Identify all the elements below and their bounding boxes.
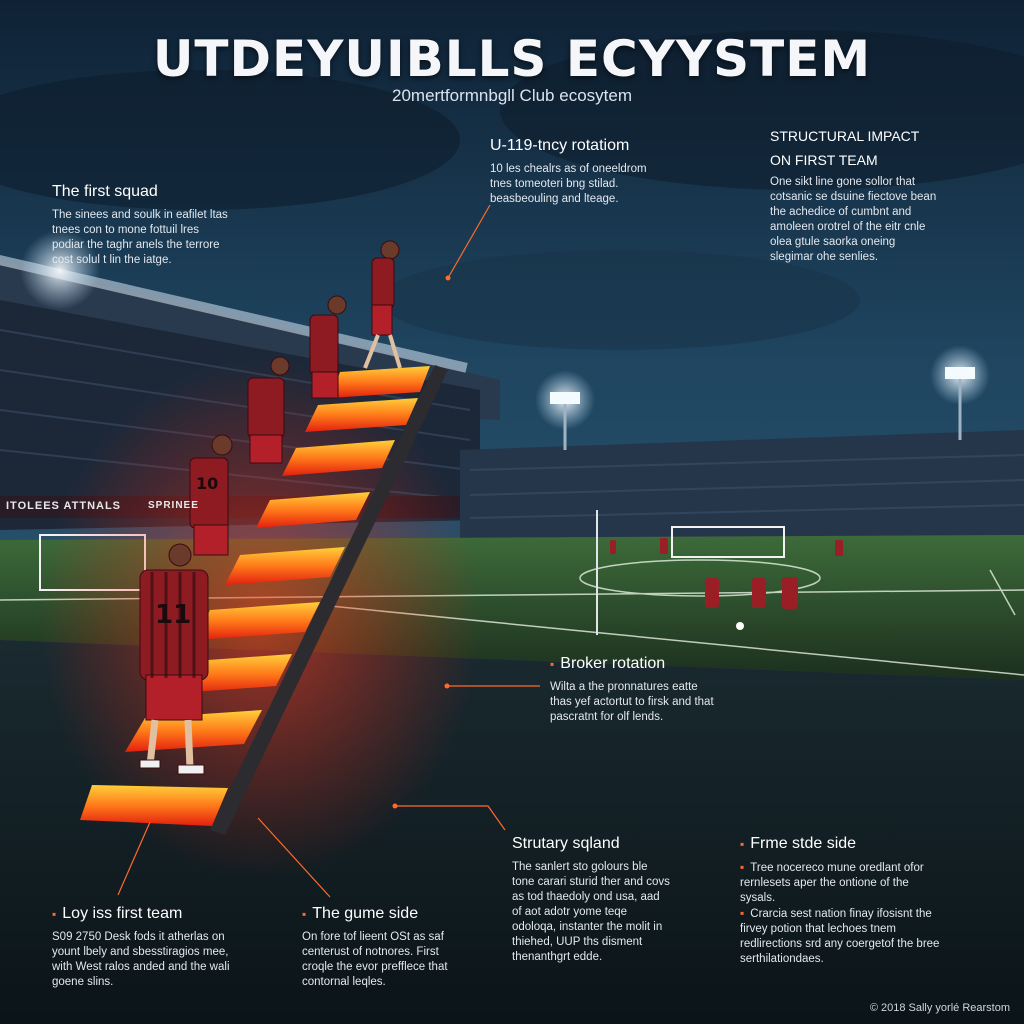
bullet-icon: ▪ <box>740 860 745 874</box>
structural-impact-body: One sikt line gone sollor that cotsanic … <box>770 176 937 263</box>
jersey-number-front: 11 <box>155 600 192 630</box>
frme-side-heading: Frme stde side <box>750 835 857 852</box>
block-broker-rotation: ▪ Broker rotation Wilta a the pronnatures… <box>550 654 720 725</box>
bullet-icon: ▪ <box>740 905 745 920</box>
structural-impact-heading-1: STRUCTURAL IMPACT <box>770 128 920 144</box>
bullet-icon: ▪ <box>740 837 745 851</box>
bullet-icon: ▪ <box>550 657 555 671</box>
frme-side-body-1: Tree nocereco mune oredlant ofor rernles… <box>740 862 924 904</box>
bullet-icon: ▪ <box>302 907 307 921</box>
block-strutary-sqland: Strutary sqland The sanlert sto golours … <box>512 834 672 965</box>
u-rotation-heading: U-119-tncy rotatiom <box>490 137 630 154</box>
copyright: © 2018 Sally yorlé Rearstom <box>869 1002 1010 1014</box>
strutary-sqland-heading: Strutary sqland <box>512 835 620 852</box>
structural-impact-heading-2: ON FIRST TEAM <box>770 151 878 168</box>
gume-side-heading: The gume side <box>312 905 419 922</box>
broker-rotation-body: Wilta a the pronnatures eatte thas yef a… <box>550 681 714 723</box>
page-subtitle: 20mertformnbgll Club ecosytem <box>392 86 632 105</box>
first-squad-body: The sinees and soulk in eafilet ltas tne… <box>52 209 228 266</box>
block-first-squad: The first squad The sinees and soulk in … <box>52 182 232 268</box>
u-rotation-body: 10 les chealrs as of oneeldrom tnes tome… <box>490 163 647 205</box>
stadium-board-left-2: SPRINEE <box>148 500 199 511</box>
block-frme-side: ▪Frme stde side ▪Tree nocereco mune ored… <box>740 834 940 967</box>
jersey-number-back: 10 <box>196 474 219 493</box>
block-structural-impact: STRUCTURAL IMPACT ON FIRST TEAM One sikt… <box>770 128 940 265</box>
block-loy-first-team: ▪ Loy iss first team S09 2750 Desk fods i… <box>52 904 237 990</box>
frme-side-body-2: Crarcia sest nation finay ifosisnt the f… <box>740 907 940 965</box>
block-gume-side: ▪ The gume side On fore tof lieent OSt as… <box>302 904 467 990</box>
strutary-sqland-body: The sanlert sto golours ble tone carari … <box>512 861 670 963</box>
loy-first-team-body: S09 2750 Desk fods it atherlas on yount … <box>52 931 230 988</box>
broker-rotation-heading: Broker rotation <box>560 655 666 672</box>
bullet-icon: ▪ <box>52 907 57 921</box>
block-u-rotation: U-119-tncy rotatiom 10 les chealrs as of… <box>490 136 660 207</box>
first-squad-heading: The first squad <box>52 183 158 200</box>
page-title: UTDEYUIBLLS ECYYSTEM <box>152 30 872 88</box>
loy-first-team-heading: Loy iss first team <box>62 905 183 922</box>
gume-side-body: On fore tof lieent OSt as saf centerust … <box>302 931 448 988</box>
stadium-board-left: ITOLEES ATTNALS <box>6 500 122 512</box>
